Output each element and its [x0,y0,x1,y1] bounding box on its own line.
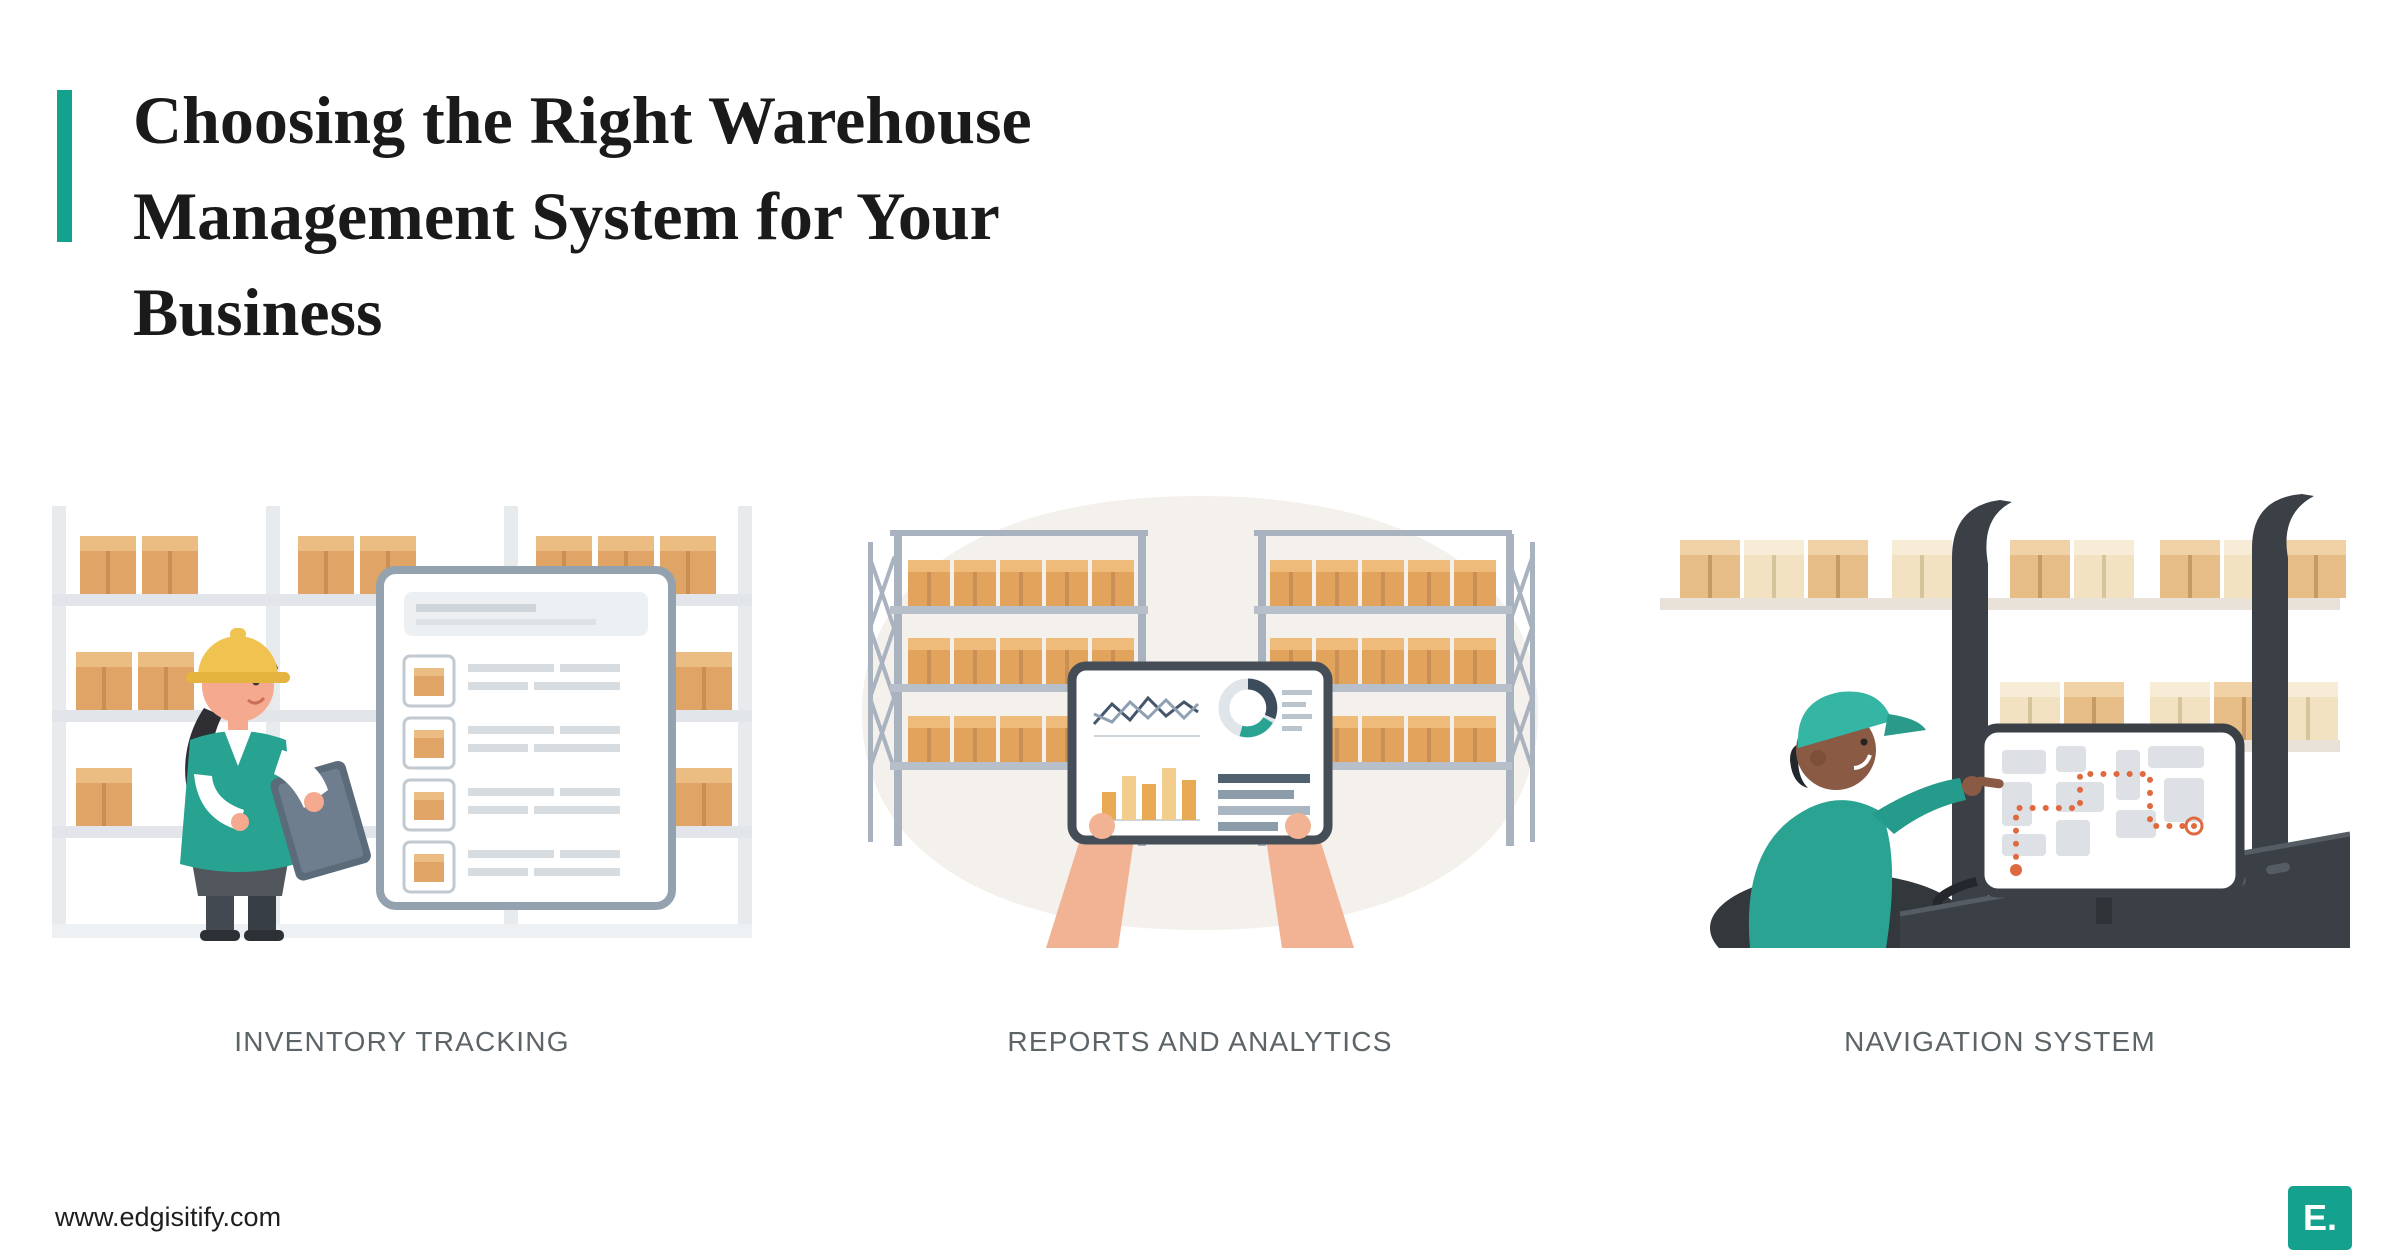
forklift-mast [1952,494,2314,948]
checklist-row-4 [402,840,620,894]
title-line-1: Choosing the Right Warehouse [133,82,1032,158]
hard-hat [198,636,278,676]
inventory-checklist [376,566,676,910]
navigation-system-illustration [1650,478,2350,948]
warehouse-shelf-wall [1660,540,2346,752]
report-text-lines [1218,774,1310,831]
cap [1797,691,1890,748]
website-url: www.edgisitify.com [55,1202,282,1232]
navigation-system-svg [1660,494,2350,948]
title-line-2: Management System for Your [133,178,1000,254]
checklist-row-2 [402,716,620,770]
title-accent-bar [57,90,72,242]
caption-inventory-tracking: INVENTORY TRACKING [234,1026,570,1057]
map-blocks [2002,746,2204,856]
inventory-tracking-svg [52,506,752,941]
checklist-row-3 [402,778,620,832]
page-title: Choosing the Right Warehouse Management … [133,72,1032,360]
inventory-tracking-illustration [52,478,752,948]
navigation-screen [1975,723,2245,924]
brand-logo-text: E. [2302,1197,2337,1238]
reports-analytics-illustration [850,478,1550,948]
checklist-row-1 [402,654,620,708]
caption-reports-analytics: REPORTS AND ANALYTICS [1007,1026,1393,1057]
title-line-3: Business [133,274,383,350]
caption-navigation-system: NAVIGATION SYSTEM [1844,1026,2156,1057]
reports-analytics-svg [862,496,1538,948]
brand-logo: E. [2288,1186,2352,1250]
forklift-driver [1748,691,1926,948]
line-chart [1092,695,1200,737]
route-path [2010,771,2204,876]
pointing-arm [1872,776,2004,834]
warehouse-worker [180,628,371,941]
donut-chart [1218,678,1312,738]
analytics-tablet [1067,661,1333,845]
